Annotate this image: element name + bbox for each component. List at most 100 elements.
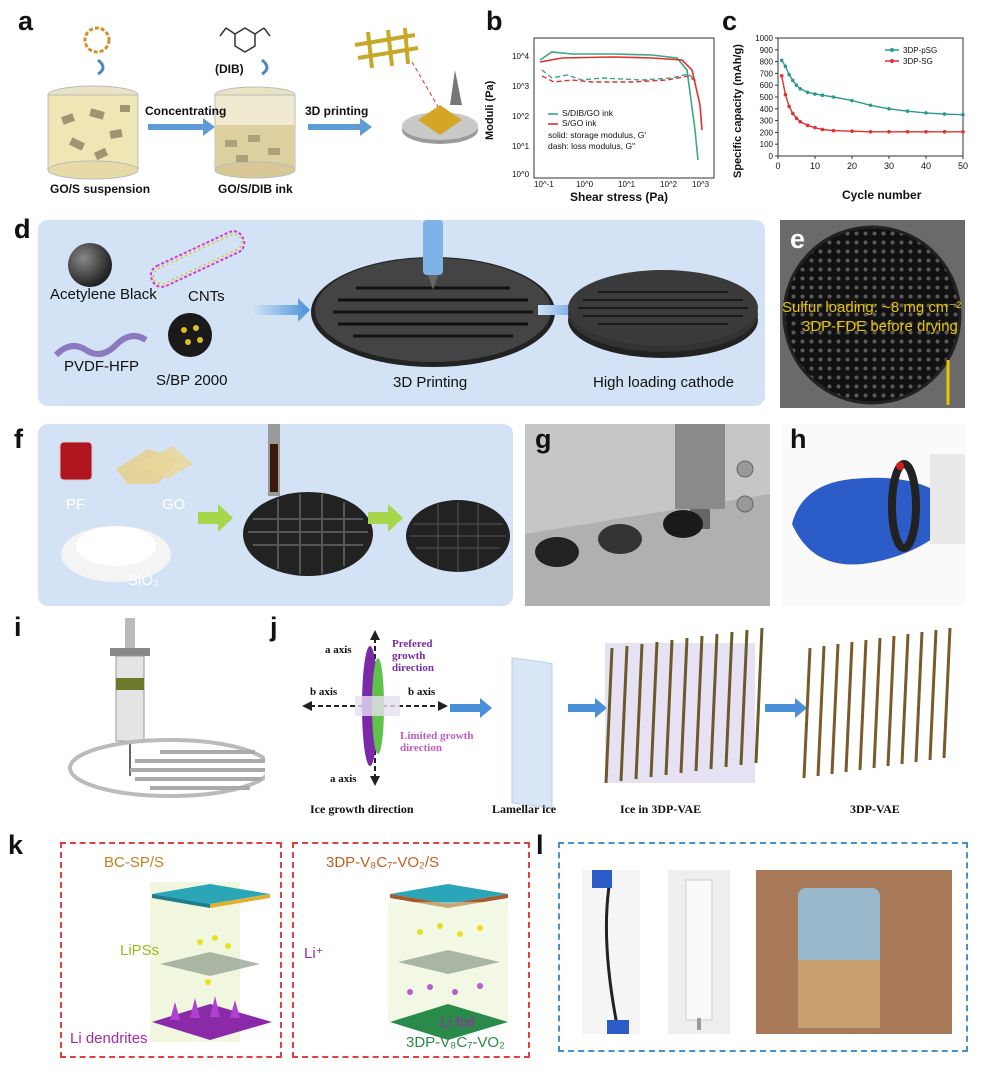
c-series-1-point-5 — [798, 119, 802, 124]
c-series-1-point-7 — [813, 125, 817, 130]
c-series-0-point-1 — [783, 64, 788, 69]
c-series-0-point-4 — [794, 83, 799, 87]
b-legend-2: S/GO ink — [562, 118, 597, 128]
c-ytick-label-8: 800 — [760, 58, 774, 67]
c-legend-label-0: 3DP-pSG — [903, 46, 937, 55]
bracelet-battery — [888, 460, 920, 552]
b-axis-left: b axis — [310, 686, 338, 698]
b-xlabel: Shear stress (Pa) — [570, 190, 669, 204]
panel-j: a axis a axis b axis b axis Prefered gro… — [300, 618, 970, 828]
sample-3 — [663, 510, 703, 538]
panel-e-disc — [782, 225, 962, 405]
lattice-icon — [354, 27, 419, 69]
printing-d-label: 3D Printing — [393, 374, 468, 391]
b-xtick-2: 10^1 — [618, 180, 636, 189]
b-ytick-4: 10^0 — [512, 170, 530, 179]
vae-label: 3DP-VAE — [850, 802, 900, 816]
c-series-1-point-9 — [831, 128, 836, 133]
panel-label-c: c — [722, 6, 738, 36]
c-series-0-point-12 — [887, 107, 891, 111]
arrow-curl-icon — [97, 58, 105, 76]
pf-label: PF — [66, 496, 86, 513]
c-series-0-point-7 — [813, 92, 817, 96]
c-series-1-point-10 — [850, 129, 854, 134]
cnts-label: CNTs — [188, 288, 225, 305]
c-series-1-point-15 — [942, 130, 947, 134]
b-xtick-0: 10^-1 — [534, 180, 554, 189]
pvdf-label: PVDF-HFP — [64, 358, 139, 375]
printed-lattice-f — [243, 492, 373, 576]
b-note-2: dash: loss modulus, G" — [548, 141, 636, 151]
c-series-1-point-1 — [783, 92, 788, 97]
panel-label-j: j — [270, 612, 278, 642]
c-series-line-1 — [781, 75, 963, 133]
ice-growth-label: Ice growth direction — [310, 802, 414, 816]
c-series-1-point-8 — [820, 127, 825, 132]
arrow-right-icon — [203, 118, 215, 136]
c-xlabel: Cycle number — [842, 188, 922, 202]
c-series-0-point-8 — [820, 93, 825, 98]
panel-k-illustration — [150, 882, 508, 1042]
panel-f-illustration — [59, 424, 510, 582]
printing-label: 3D printing — [305, 104, 369, 118]
panel-label-f: f — [14, 424, 23, 454]
arrow-curl-icon-2 — [261, 58, 269, 76]
dendrite-layer — [152, 1004, 272, 1040]
concentrating-label: Concentrating — [145, 104, 227, 118]
printer-head — [675, 424, 725, 509]
b-xtick-3: 10^2 — [660, 180, 678, 189]
acetylene-black-icon — [68, 243, 112, 287]
suspension-label: GO/S suspension — [50, 182, 151, 196]
c-series-1-point-4 — [794, 116, 799, 121]
li-foil-label: Li foil — [440, 1014, 476, 1031]
b-xtick-4: 10^3 — [692, 180, 710, 189]
dib-molecule-icon — [219, 27, 271, 53]
c-ytick-label-3: 300 — [760, 117, 774, 126]
panel-h-scene — [792, 454, 965, 565]
arrow-right-icon-2 — [360, 118, 372, 136]
c-ytick-label-10: 1000 — [755, 34, 773, 43]
l-photo-wrist — [756, 870, 952, 1034]
c-xtick-label-2: 20 — [847, 161, 857, 171]
c-xtick-label-5: 50 — [958, 161, 968, 171]
c-series-0-point-5 — [798, 86, 802, 91]
c-series-0-point-10 — [850, 98, 854, 103]
c-series-0-point-11 — [868, 103, 873, 108]
c-series-1-point-14 — [924, 130, 928, 134]
b-ytick-2: 10^2 — [512, 112, 530, 121]
c-series-0-point-3 — [791, 78, 795, 83]
c-ytick-label-5: 500 — [760, 93, 774, 102]
panel-k: BC-SP/S LiPSs Li dendrites 3DP-V₈C₇-VO₂/… — [60, 842, 530, 1060]
c-ytick-label-0: 0 — [769, 152, 774, 161]
ice-in-label: Ice in 3DP-VAE — [620, 802, 702, 816]
c-xtick-label-1: 10 — [810, 161, 820, 171]
ink-label: GO/S/DIB ink — [218, 182, 293, 196]
c-series-1-point-0 — [779, 73, 784, 78]
c-legend-marker-0 — [890, 48, 894, 52]
c-series-1-point-2 — [787, 104, 791, 109]
b-xtick-1: 10^0 — [576, 180, 594, 189]
panel-b: Moduli (Pa) Shear stress (Pa) S/DIB/GO i… — [484, 30, 722, 210]
a-axis-top: a axis — [325, 644, 352, 656]
panel-label-e: e — [790, 224, 806, 254]
watermark: 南极熊3D打印 — [850, 1056, 951, 1073]
preferred-label: Prefered growth direction — [392, 638, 434, 674]
c-series-1-point-6 — [805, 123, 810, 128]
c-frame — [777, 37, 964, 157]
c-ytick-label-4: 400 — [760, 105, 774, 114]
l-photo-pouch — [668, 870, 730, 1034]
sleeve — [930, 454, 965, 544]
c-series-1-point-13 — [905, 130, 910, 134]
sgo-loss-line — [541, 75, 698, 83]
panel-a-illustration — [47, 26, 478, 180]
c-series-0-point-2 — [787, 72, 791, 77]
sdibgo-storage-line — [539, 51, 699, 161]
bc-label: BC-SP/S — [104, 854, 165, 871]
panel-label-a: a — [18, 6, 34, 36]
cathode-label: High loading cathode — [593, 374, 734, 391]
syringe-i-icon — [115, 655, 145, 742]
panel-e-photo: Sulfur loading: ~8 mg cm⁻² 3DP-FDE befor… — [780, 220, 965, 408]
panel-label-f-front: f — [14, 424, 23, 454]
